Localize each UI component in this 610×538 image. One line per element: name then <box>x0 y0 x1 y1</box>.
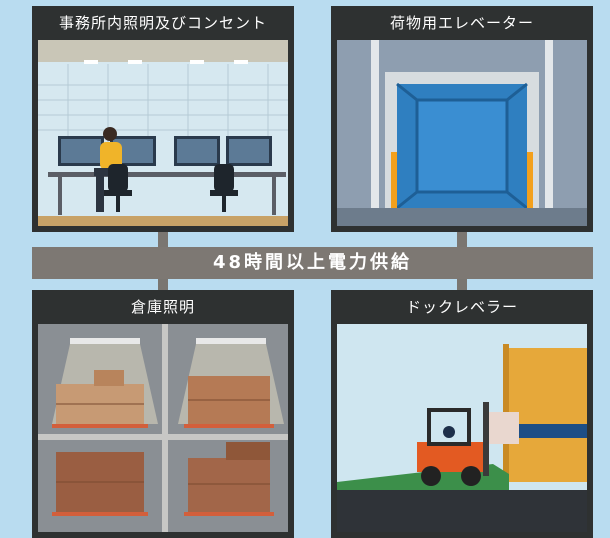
freight-elevator-illustration <box>337 40 587 226</box>
forklift-icon <box>417 402 519 486</box>
ceiling-light-icon <box>84 60 248 64</box>
elevator-panel-title: 荷物用エレベーター <box>389 14 534 32</box>
connector-bottom-left <box>158 279 168 290</box>
elevator-panel: 荷物用エレベーター <box>331 6 593 232</box>
warehouse-shelves-illustration <box>38 324 288 532</box>
office-workstation-illustration <box>38 40 288 226</box>
warehouse-panel: 倉庫照明 <box>32 290 294 538</box>
office-chair-icon <box>104 164 238 212</box>
connector-top-right <box>457 232 467 247</box>
dock-panel-title: ドックレベラー <box>405 298 518 316</box>
dock-panel: ドックレベラー <box>331 290 593 538</box>
monitor-icon <box>58 136 272 166</box>
power-supply-bar: 48時間以上電力供給 <box>32 247 593 279</box>
safety-post-icon <box>391 152 533 208</box>
office-panel: 事務所内照明及びコンセント <box>32 6 294 232</box>
connector-top-left <box>158 232 168 247</box>
connector-bottom-right <box>457 279 467 290</box>
office-panel-title: 事務所内照明及びコンセント <box>58 14 267 32</box>
truck-icon <box>503 344 587 486</box>
forklift-dock-leveler-illustration <box>337 324 587 532</box>
warehouse-panel-title: 倉庫照明 <box>130 298 195 316</box>
